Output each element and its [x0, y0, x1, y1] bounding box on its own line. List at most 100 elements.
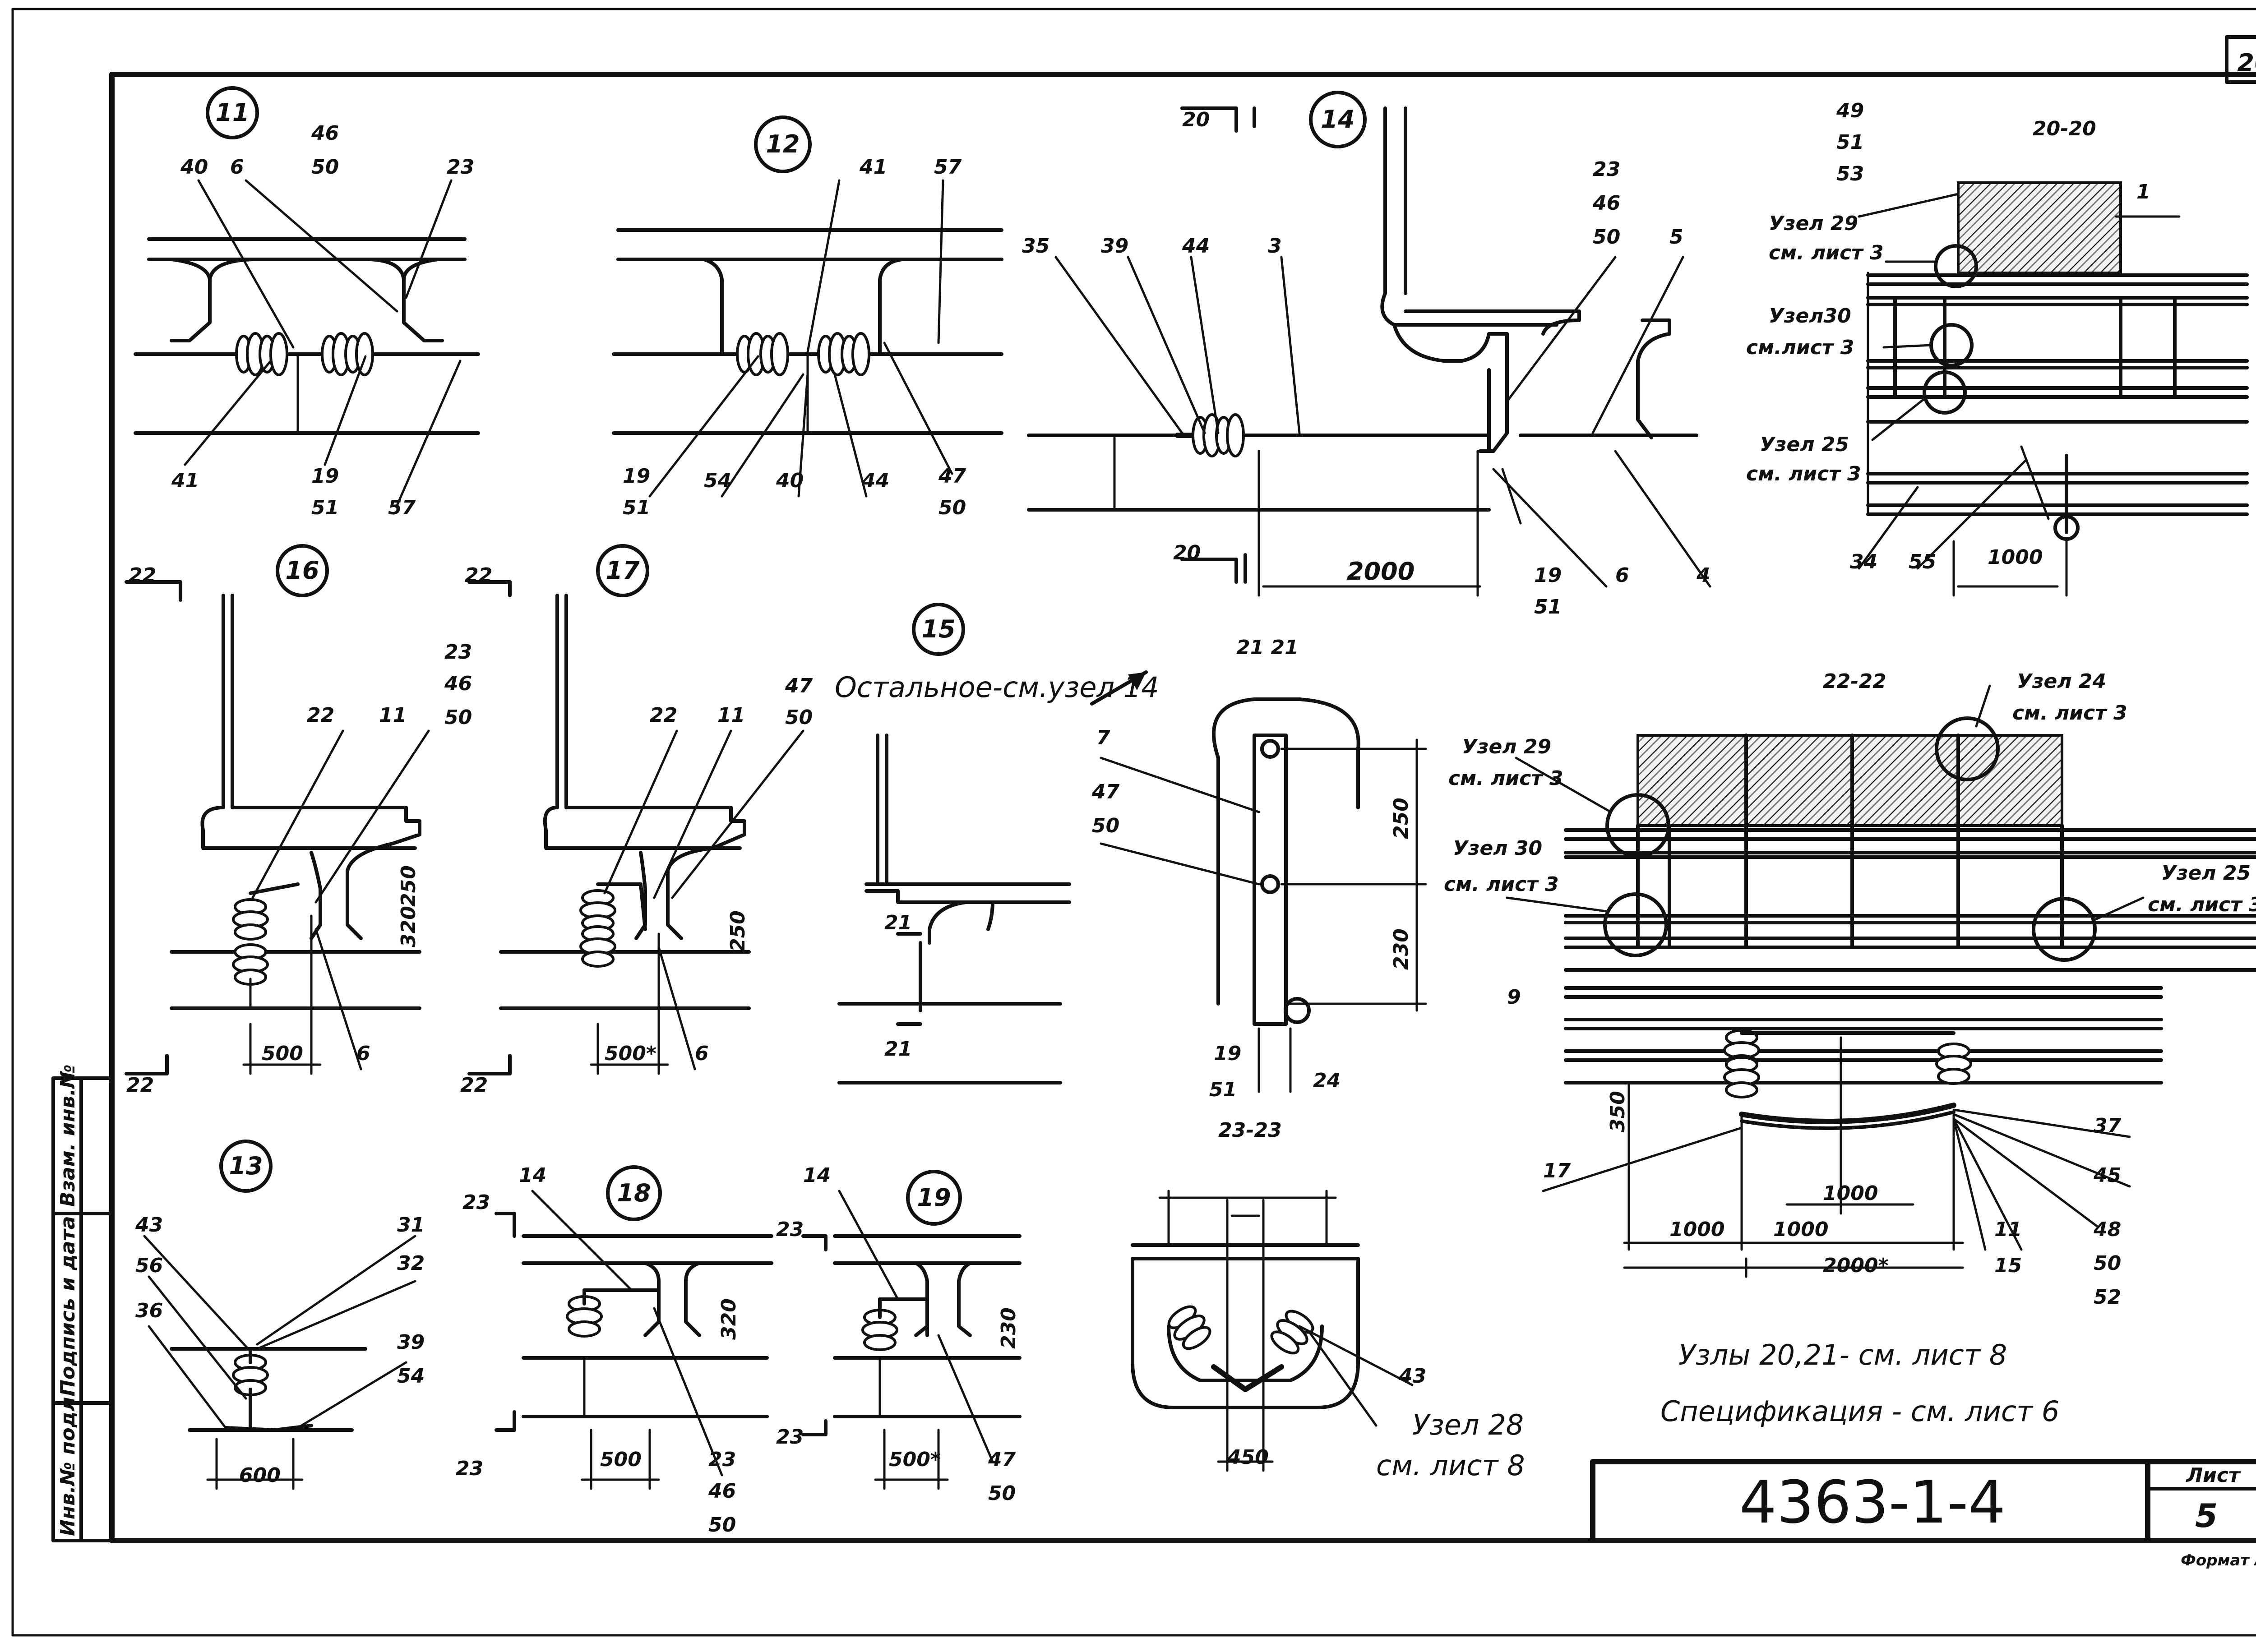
document-code: 4363-1-4	[1739, 1468, 2006, 1537]
section-mark: 22	[126, 1074, 154, 1097]
label: 53	[1836, 162, 1864, 185]
label: 48	[2093, 1218, 2121, 1241]
label: 17	[1543, 1159, 1571, 1182]
section-mark: 23	[776, 1426, 804, 1449]
label: 39	[397, 1331, 425, 1354]
ref-node: Узел 24	[2017, 670, 2106, 693]
label: 55	[1909, 550, 1936, 573]
node-11-id: 11	[215, 98, 249, 127]
section-23-23-drawing	[1131, 1190, 1414, 1472]
section-21-21-drawing	[1100, 697, 1427, 1093]
note: Остальное-см.узел 14	[835, 671, 1159, 704]
label: 23	[447, 156, 474, 179]
dimension: 250	[397, 865, 420, 907]
label: 23	[708, 1448, 736, 1471]
section-23-23-labels: 43 450 Узел 28 см. лист 8	[1227, 1365, 1525, 1482]
label: 50	[1593, 226, 1620, 249]
ref-node: Узел 29	[1462, 735, 1551, 758]
node-19-labels: 14 47 50 500* 230	[803, 1164, 1020, 1505]
node-14-id: 14	[1321, 105, 1355, 134]
label: 49	[1836, 99, 1864, 122]
label: 11	[379, 704, 407, 727]
section-title: 20-20	[2033, 117, 2096, 140]
node-12-id: 12	[766, 130, 800, 158]
dimension: 450	[1227, 1446, 1269, 1469]
label: 57	[388, 496, 416, 519]
ref-sheet: см. лист 3	[2148, 893, 2256, 916]
label: 51	[1836, 131, 1864, 154]
label: 46	[311, 122, 339, 145]
ref-node: Узел30	[1769, 305, 1851, 328]
node-14-callout: 14	[1309, 91, 1367, 148]
section-title: 22-22	[1823, 670, 1886, 693]
section-22-22-drawing	[1506, 684, 2256, 1278]
dimension: 2000*	[1823, 1254, 1888, 1277]
node-14-drawing	[1027, 106, 1711, 597]
dimension: 500*	[889, 1448, 941, 1471]
label: 7	[1096, 726, 1110, 749]
label: 24	[1313, 1069, 1341, 1092]
paper-format: Формат А3	[2181, 1551, 2256, 1569]
label: 50	[311, 156, 339, 179]
label: 19	[1214, 1042, 1241, 1065]
sheet-number: 5	[2195, 1497, 2218, 1535]
label: 46	[708, 1480, 736, 1503]
label: 14	[803, 1164, 831, 1187]
label: 40	[180, 156, 208, 179]
label: 31	[397, 1214, 425, 1237]
label: 46	[444, 672, 472, 695]
label: 21	[884, 1038, 912, 1061]
section-mark: 23	[776, 1218, 804, 1241]
ref-node: Узел 29	[1769, 212, 1858, 235]
label: 46	[1592, 192, 1620, 215]
label: 47	[1091, 780, 1120, 803]
node-14-labels: 35 39 44 3 23 46 50 5 19 51 6 4 2000 20 …	[1022, 108, 1710, 618]
section-mark: 22	[465, 564, 492, 587]
label: 44	[861, 469, 889, 492]
label: 19	[1534, 564, 1562, 587]
label: 51	[311, 496, 339, 519]
node-15-drawing	[837, 670, 1148, 1084]
label: 54	[704, 469, 731, 492]
ref-sheet: см. лист 3	[2012, 701, 2127, 724]
stamp-replaced-inventory: Взам. инв.№	[56, 1064, 79, 1207]
node-18-id: 18	[617, 1179, 651, 1207]
label: 50	[988, 1482, 1016, 1505]
node-15-labels: Остальное-см.узел 14 21 21	[835, 671, 1159, 1061]
dimension: 230	[997, 1307, 1020, 1349]
stamp-inventory-original: Инв.№ подл.	[56, 1389, 79, 1536]
label: 41	[171, 469, 199, 492]
dimension: 2000	[1347, 557, 1415, 586]
section-20-20-drawing	[1858, 181, 2249, 597]
ref-sheet: см. лист 3	[1444, 873, 1559, 896]
label: 6	[695, 1042, 709, 1065]
label: 50	[938, 496, 966, 519]
node-13-id: 13	[229, 1152, 263, 1180]
dimension: 320	[717, 1298, 740, 1340]
label: 50	[2094, 1252, 2121, 1275]
label: 41	[859, 156, 887, 179]
label: 19	[311, 465, 339, 488]
label: 37	[2094, 1114, 2122, 1137]
node-17-id: 17	[606, 556, 640, 585]
label: 23	[1593, 158, 1620, 181]
node-18-callout: 18	[606, 1165, 662, 1221]
label: 34	[1850, 550, 1877, 573]
label: 47	[938, 465, 966, 488]
node-11-labels: 40 6 46 50 23 41 19 51 57	[171, 122, 474, 519]
label: 51	[1534, 595, 1562, 618]
node-19-drawing	[833, 1190, 1022, 1490]
section-title: 21 21	[1236, 636, 1299, 659]
label: 40	[776, 469, 804, 492]
node-16-drawing	[170, 594, 430, 1075]
label: 21	[884, 911, 912, 934]
dimension: 500	[600, 1448, 642, 1471]
label: 22	[650, 704, 677, 727]
node-17-drawing	[499, 594, 804, 1075]
label: 22	[307, 704, 334, 727]
dimension: 1000	[1988, 546, 2043, 569]
node-11-drawing	[134, 179, 480, 507]
dimension: 230	[1390, 928, 1413, 970]
label: 4	[1696, 564, 1710, 587]
